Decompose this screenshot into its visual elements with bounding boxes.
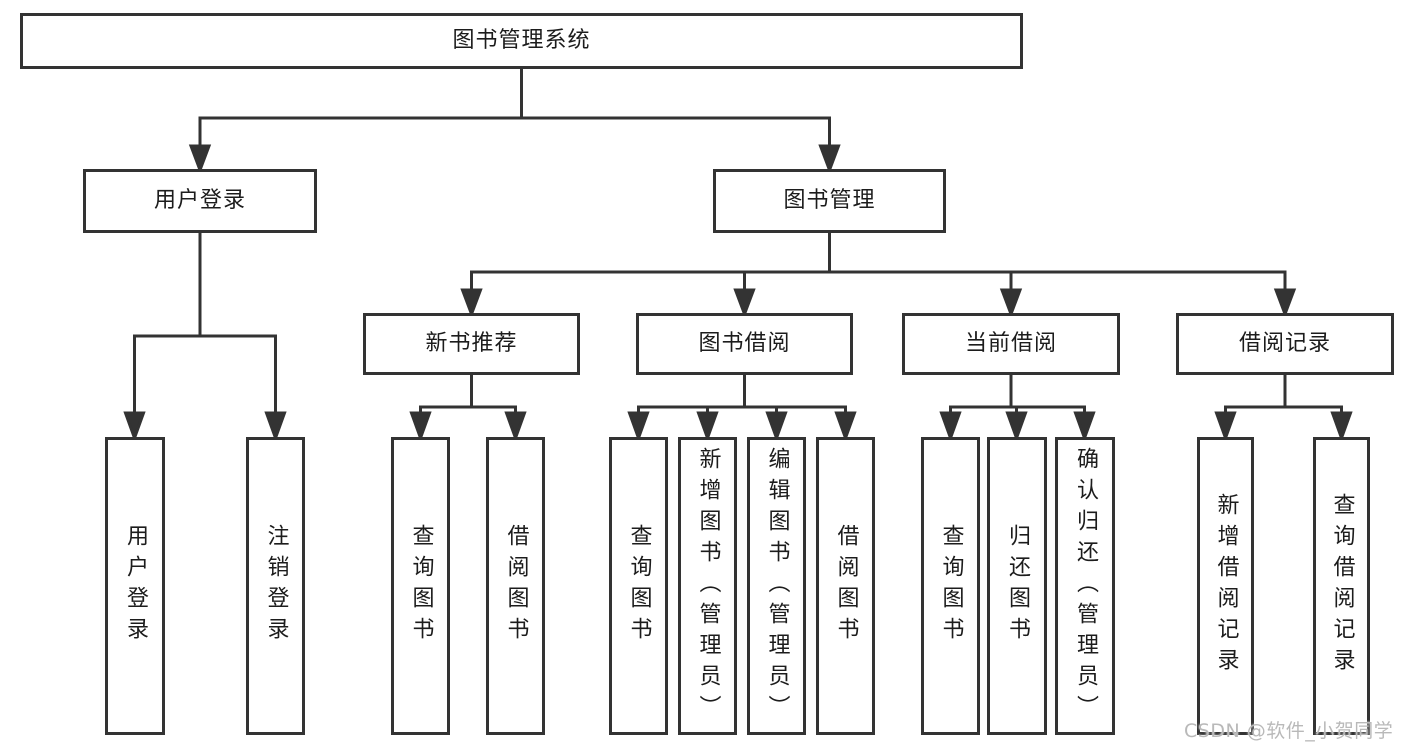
node-current-borrowing: 当前借阅: [902, 313, 1120, 375]
leaf-logout: 注销登录: [246, 437, 305, 735]
node-user-login: 用户登录: [83, 169, 317, 233]
csdn-watermark: CSDN @软件_小贺同学: [1184, 720, 1394, 742]
node-new-book-recommendation: 新书推荐: [363, 313, 580, 375]
leaf-query-books-recommend: 查询图书: [391, 437, 450, 735]
leaf-add-book-admin: 新增图书（管理员）: [678, 437, 737, 735]
node-book-management: 图书管理: [713, 169, 946, 233]
leaf-borrow-books: 借阅图书: [816, 437, 875, 735]
node-library-management-system: 图书管理系统: [20, 13, 1023, 69]
connector-group: [123, 69, 1353, 443]
leaf-query-books-current: 查询图书: [921, 437, 980, 735]
leaf-edit-book-admin: 编辑图书（管理员）: [747, 437, 806, 735]
leaf-query-books-borrow: 查询图书: [609, 437, 668, 735]
leaf-user-login: 用户登录: [105, 437, 165, 735]
leaf-confirm-return-admin: 确认归还（管理员）: [1055, 437, 1115, 735]
leaf-query-borrow-record: 查询借阅记录: [1313, 437, 1370, 735]
leaf-add-borrow-record: 新增借阅记录: [1197, 437, 1254, 735]
node-borrowing-records: 借阅记录: [1176, 313, 1394, 375]
leaf-borrow-books-recommend: 借阅图书: [486, 437, 545, 735]
leaf-return-book: 归还图书: [987, 437, 1047, 735]
node-book-borrowing: 图书借阅: [636, 313, 853, 375]
